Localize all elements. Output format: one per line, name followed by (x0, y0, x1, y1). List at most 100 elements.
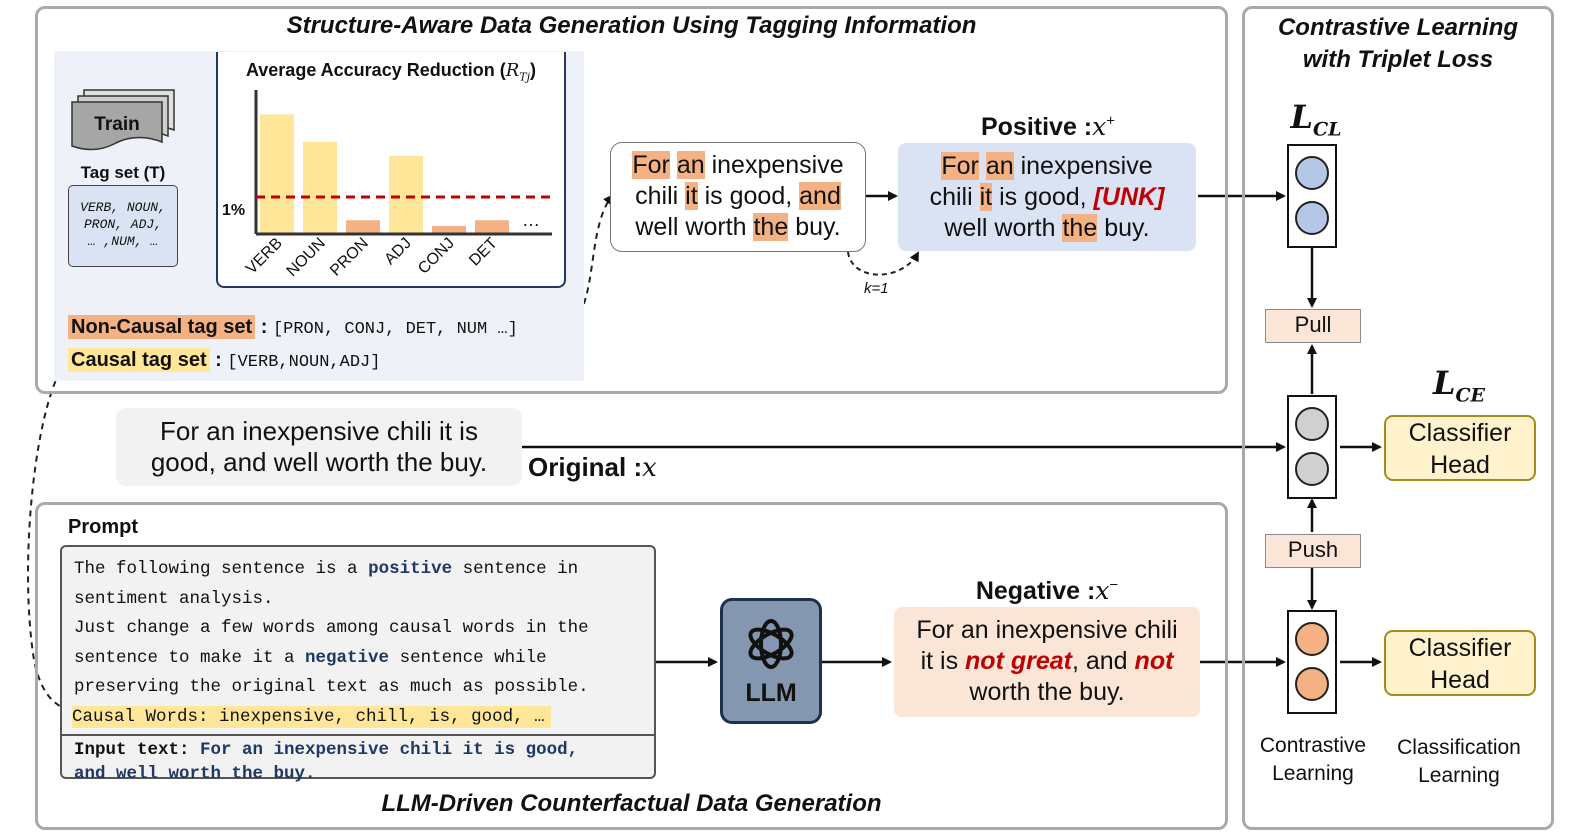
tick-label-verb: VERB (243, 235, 286, 278)
chart-title-symbol: R (505, 60, 520, 81)
tagset-line-1: VERB, NOUN, (80, 200, 166, 215)
negative-title-text: Negative : (975, 577, 1096, 605)
bar-noun (303, 142, 337, 234)
chart-title-text: Average Accuracy Reduction (245, 60, 495, 80)
prompt-l2: sentiment analysis. (74, 588, 274, 609)
negative-sentence-box: For an inexpensive chili it is not great… (894, 607, 1200, 717)
loss-cl-sub: CL (1313, 118, 1342, 141)
token-an: an (676, 151, 705, 179)
original-line-2: good, and well worth the buy. (150, 447, 488, 477)
chart-title: Average Accuracy Reduction (RTj) (245, 60, 537, 84)
classifier-head-negative-l1: Classifier (1408, 634, 1512, 662)
prompt-l4c: sentence while (389, 647, 547, 668)
prompt-l8: and well worth the buy. (74, 764, 316, 784)
pos-token-for: For (941, 152, 979, 180)
classifier-head-negative-l2: Head (1430, 666, 1490, 694)
prompt-l6b: inexpensive, chill, is, good, … (219, 706, 545, 727)
token-the: the (753, 213, 789, 241)
pos-token-unk: [UNK] (1093, 183, 1165, 211)
negative-l2c: , and (1071, 647, 1135, 675)
classifier-head-original-l2: Head (1430, 451, 1490, 479)
threshold-label: 1% (222, 202, 245, 219)
prompt-causal-words: Causal Words: inexpensive, chill, is, go… (72, 705, 551, 728)
original-embedding-column (1287, 395, 1337, 499)
train-dataset-icon (71, 89, 175, 151)
prompt-negative: negative (305, 647, 390, 668)
token-chili: chili (635, 182, 679, 210)
loss-ce-main: L (1432, 364, 1456, 402)
classification-learning-l1: Classification (1397, 736, 1521, 759)
negative-line-1: For an inexpensive chili (916, 616, 1178, 644)
pos-token-buy: buy. (1104, 214, 1150, 242)
prompt-l1c: sentence in (452, 559, 579, 579)
prompt-l4a: sentence to make it a (74, 647, 306, 668)
llm-label: LLM (745, 679, 797, 707)
bar-pron (346, 220, 380, 234)
token-well-worth: well worth (635, 213, 747, 241)
tagset-box: VERB, NOUN, PRON, ADJ, … ,NUM, … (68, 185, 178, 267)
prompt-l5: preserving the original text as much as … (74, 677, 589, 697)
prompt-l3: Just change a few words among causal wor… (74, 618, 589, 638)
structure-aware-panel (35, 6, 1228, 394)
pos-token-chili: chili (929, 183, 973, 211)
token-is-good: is good, (704, 182, 793, 210)
negative-title: Negative :x− (894, 576, 1200, 606)
k-label: k=1 (864, 280, 889, 297)
contrastive-learning-l1: Contrastive (1259, 734, 1367, 757)
negative-embedding-node-1 (1295, 622, 1329, 656)
causal-label: Causal tag set (68, 348, 210, 372)
chart-title-sub: Tj (519, 70, 531, 84)
original-label-text: Original : (528, 452, 643, 482)
tick-label-det: DET (466, 235, 501, 270)
negative-l2a: it is (920, 647, 966, 675)
causal-value: [VERB,NOUN,ADJ] (227, 353, 381, 372)
noncausal-sep: : (260, 316, 268, 338)
classifier-head-original: Classifier Head (1384, 415, 1536, 481)
token-inexpensive: inexpensive (711, 151, 844, 179)
prompt-l1a: The following sentence is a (74, 559, 369, 579)
pull-box: Pull (1265, 309, 1361, 343)
tagset-title: Tag set (T) (80, 163, 166, 182)
negative-line-3: worth the buy. (969, 678, 1125, 706)
chart-ellipsis: … (522, 210, 540, 230)
negative-not: not (1134, 647, 1174, 675)
positive-embedding-node-1 (1295, 156, 1329, 190)
tick-label-adj: ADJ (381, 235, 414, 268)
contrastive-title-1: Contrastive Learning (1277, 14, 1519, 41)
original-sentence-box: For an inexpensive chili it is good, and… (116, 408, 522, 486)
contrastive-panel (1242, 6, 1554, 830)
push-box: Push (1265, 534, 1361, 568)
loss-ce-sub: CE (1455, 384, 1486, 407)
original-embedding-node-1 (1295, 407, 1329, 441)
positive-title-text: Positive : (980, 113, 1093, 141)
negative-embedding-node-2 (1295, 667, 1329, 701)
structure-aware-title: Structure-Aware Data Generation Using Ta… (286, 12, 977, 39)
negative-not-great: not great (965, 647, 1072, 675)
pos-token-the: the (1062, 214, 1098, 242)
loss-cl: LCL (1286, 98, 1346, 140)
contrastive-learning-label: Contrastive Learning (1248, 732, 1378, 788)
masked-sentence-box: For an inexpensive chili it is good, and… (610, 142, 866, 252)
pos-token-well-worth: well worth (944, 214, 1056, 242)
classification-learning-l2: Learning (1418, 764, 1500, 787)
loss-ce: LCE (1424, 364, 1494, 406)
prompt-positive: positive (368, 559, 453, 579)
causal-sep: : (215, 349, 222, 371)
positive-sup: + (1106, 112, 1116, 130)
bar-verb (260, 114, 294, 234)
dashed-causal-to-prompt (27, 361, 74, 714)
noncausal-row: Non-Causal tag set : [PRON, CONJ, DET, N… (68, 315, 518, 339)
positive-embedding-column (1287, 144, 1337, 248)
classifier-head-negative: Classifier Head (1384, 630, 1536, 696)
contrastive-learning-l2: Learning (1272, 762, 1354, 785)
prompt-title: Prompt (68, 516, 138, 538)
pos-token-it: it (979, 183, 993, 211)
prompt-box: The following sentence is a positive sen… (60, 545, 656, 784)
bar-adj (389, 155, 423, 234)
positive-embedding-node-2 (1295, 201, 1329, 235)
bar-det (475, 220, 509, 234)
bar-conj (432, 225, 466, 234)
classification-learning-label: Classification Learning (1384, 734, 1534, 790)
train-label: Train (94, 114, 140, 135)
